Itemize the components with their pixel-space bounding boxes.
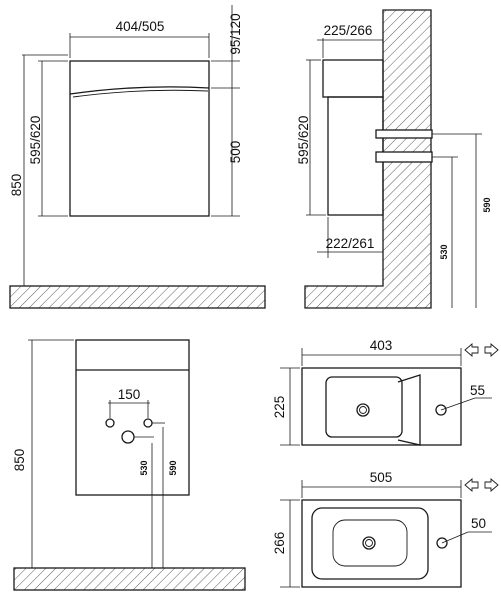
side-height-label: 595/620	[296, 116, 311, 165]
wall-hatch	[305, 10, 431, 308]
floor-slab-rear-outline	[13, 567, 246, 591]
rear-spacing-label: 150	[118, 387, 141, 402]
tap-hole-large	[436, 537, 448, 549]
side-pipe-label-2: 590	[482, 197, 492, 212]
basin-drain-inner-small	[359, 406, 367, 414]
top-view-large: 50 505 266	[272, 470, 499, 588]
basin-shelf-small	[397, 374, 421, 446]
rear-view: 150 530 590 850	[12, 339, 246, 591]
pipe-lower	[375, 151, 433, 163]
front-width-label: 404/505	[116, 19, 165, 34]
rear-pipe-label-2: 590	[168, 460, 178, 475]
side-bottom-depth-label: 222/261	[326, 236, 375, 251]
basin-outline-large	[301, 499, 462, 588]
basin-drain-inner-large	[365, 539, 373, 547]
large-width-label: 505	[370, 470, 393, 485]
front-view: 404/505 595/620 850 95/120 500	[9, 5, 266, 309]
hole-left	[105, 418, 115, 428]
floor-slab-rear	[14, 568, 245, 590]
rear-pipe-label: 530	[139, 460, 149, 475]
side-top-depth-label: 225/266	[324, 23, 373, 38]
front-door-curve-inner	[72, 89, 209, 98]
wall-outline	[304, 9, 432, 309]
leader-line	[440, 397, 476, 411]
drain-hole	[121, 430, 135, 444]
side-view: 225/266 222/261 595/620 530 590	[296, 9, 492, 309]
basin-outline-small	[301, 367, 462, 446]
top-view-small: 55 403 225	[272, 338, 499, 446]
small-width-label: 403	[370, 338, 393, 353]
front-door-label: 500	[228, 141, 243, 164]
hole-right	[143, 418, 153, 428]
front-height-label: 595/620	[28, 116, 43, 165]
rear-cabinet	[75, 339, 190, 496]
front-cabinet	[69, 60, 210, 217]
double-arrow-icon	[464, 478, 499, 492]
side-cabinet-body	[327, 96, 384, 216]
front-floor-label: 850	[9, 174, 24, 197]
basin-drain-small	[356, 403, 370, 417]
basin-bowl-large	[332, 519, 408, 567]
basin-inner-small	[325, 376, 403, 438]
front-top-label: 95/120	[228, 13, 243, 54]
side-pipe-label: 530	[439, 244, 449, 259]
large-hole-label: 50	[471, 516, 486, 531]
floor-slab-front	[9, 285, 266, 309]
small-hole-label: 55	[470, 383, 485, 398]
basin-drain-large	[362, 536, 376, 550]
front-door-top-curve	[69, 86, 210, 95]
small-depth-label: 225	[272, 396, 287, 419]
double-arrow-icon	[464, 343, 499, 357]
leader-line	[441, 531, 469, 544]
side-sink-top	[322, 59, 384, 98]
large-depth-label: 266	[272, 532, 287, 555]
basin-inner-large	[311, 507, 429, 580]
rear-floor-label: 850	[12, 449, 27, 472]
pipe-upper	[375, 129, 433, 139]
tap-hole-small	[435, 404, 447, 416]
